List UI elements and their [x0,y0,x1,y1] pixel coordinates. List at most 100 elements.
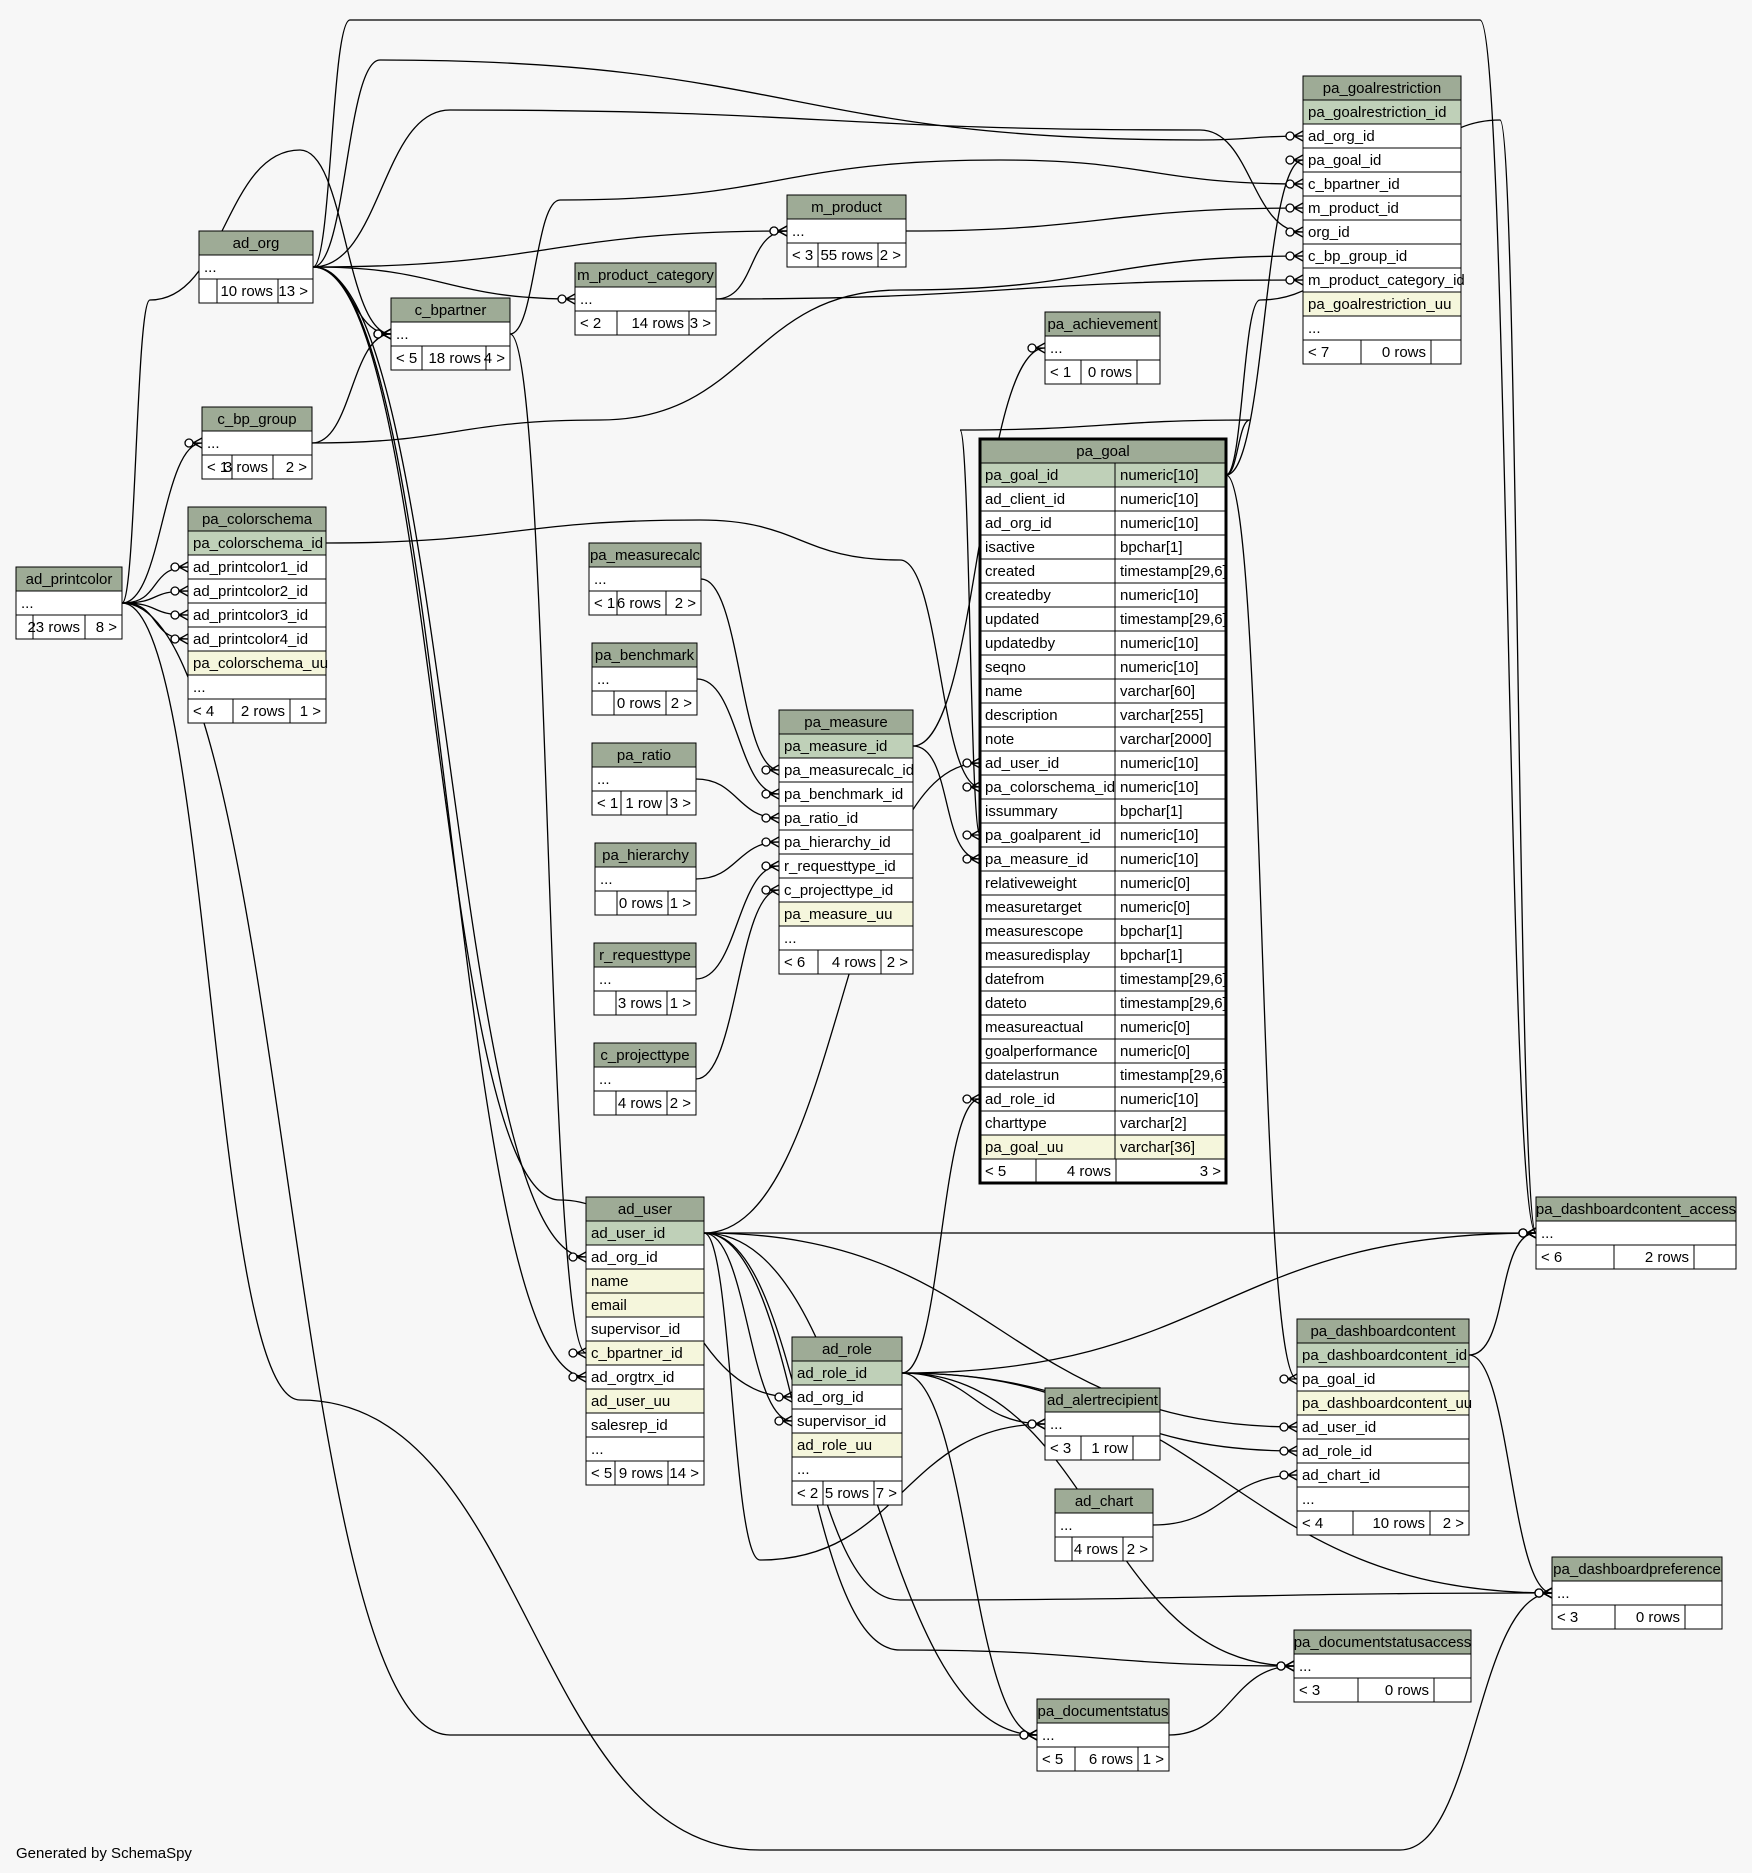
footer-children: 2 > [670,1095,692,1112]
optional-ring-marker [1285,179,1295,189]
more-columns: ... [1299,1658,1312,1675]
relationship-line [1168,1665,1295,1736]
footer-children: 2 > [1127,1541,1149,1558]
table-title: pa_measurecalc [590,547,701,564]
more-columns: ... [1050,340,1063,357]
column-cell: measuredisplay [985,947,1091,964]
column-cell: supervisor_id [591,1321,680,1338]
relationship-line [901,1372,1038,1736]
footer-row-count: 9 rows [619,1465,663,1482]
footer-children: 2 > [675,595,697,612]
crow-foot-marker [782,1415,793,1427]
crow-foot-marker [769,764,780,776]
column-cell: c_bpartner_id [591,1345,683,1362]
footer-row-count: 0 rows [1088,364,1132,381]
optional-ring-marker [962,782,972,792]
footer-row-count: 4 rows [1074,1541,1118,1558]
footer-row-count: 10 rows [1372,1515,1425,1532]
footer-parents: < 4 [1302,1515,1323,1532]
column-cell: supervisor_id [797,1413,886,1430]
column-cell: ad_chart_id [1302,1467,1380,1484]
crow-foot-marker [1035,1418,1046,1430]
relationship-line [121,602,1037,1736]
table-title: pa_dashboardcontent_access [1536,1201,1736,1218]
optional-ring-marker [761,765,771,775]
column-cell: pa_goal_id [1308,152,1381,169]
footer-children: 2 > [880,247,902,264]
column-cell: pa_measure_uu [784,906,892,923]
footer-row-count: 14 rows [631,315,684,332]
footer-row-count: 55 rows [820,247,873,264]
crow-foot-marker [1542,1587,1553,1599]
generated-by-footer: Generated by SchemaSpy [16,1845,192,1862]
optional-ring-marker [962,1094,972,1104]
footer-row-count: 2 rows [1645,1249,1689,1266]
column-cell: timestamp[29,6] [1120,563,1227,580]
more-columns: ... [784,930,797,947]
footer-parents: < 3 [1299,1682,1320,1699]
footer-row-count: 1 row [625,795,662,812]
table-title: c_bp_group [217,411,296,428]
column-cell: pa_colorschema_uu [193,655,328,672]
footer-row-count: 3 rows [224,459,268,476]
column-cell: timestamp[29,6] [1120,995,1227,1012]
optional-ring-marker [962,758,972,768]
column-cell: name [985,683,1023,700]
column-cell: bpchar[1] [1120,947,1183,964]
optional-ring-marker [1279,1470,1289,1480]
more-columns: ... [792,223,805,240]
column-cell: ad_user_id [591,1225,665,1242]
column-cell: pa_measure_id [784,738,887,755]
more-columns: ... [193,679,206,696]
relationship-line [695,889,780,1080]
optional-ring-marker [1285,131,1295,141]
table-ad_user: ad_userad_user_idad_org_idnameemailsuper… [585,1196,705,1486]
table-title: pa_documentstatusaccess [1294,1634,1472,1651]
table-title: m_product [811,199,883,216]
relationship-line [703,762,981,1234]
more-columns: ... [1050,1416,1063,1433]
more-columns: ... [1308,320,1321,337]
crow-foot-marker [1293,274,1304,286]
crow-foot-marker [381,328,392,340]
footer-parents: < 7 [1308,344,1329,361]
footer-row-count: 6 rows [617,595,661,612]
table-pa_goalrestriction: pa_goalrestrictionpa_goalrestriction_ida… [1302,75,1465,365]
more-columns: ... [600,871,613,888]
column-cell: timestamp[29,6] [1120,1067,1227,1084]
column-cell: seqno [985,659,1026,676]
column-cell: isactive [985,539,1035,556]
footer-row-count: 0 rows [617,695,661,712]
column-cell: ad_role_uu [797,1437,872,1454]
relationship-line [912,745,981,860]
column-cell: numeric[10] [1120,659,1198,676]
column-cell: numeric[0] [1120,899,1190,916]
column-cell: varchar[2] [1120,1115,1187,1132]
relationship-line [312,266,793,1398]
optional-ring-marker [1276,1661,1286,1671]
relationship-line [121,442,203,604]
crow-foot-marker [178,561,189,573]
crow-foot-marker [1287,1469,1298,1481]
column-cell: salesrep_id [591,1417,668,1434]
relationship-line [311,255,1304,444]
footer-children: 1 > [1143,1751,1165,1768]
relationship-line [901,1372,1553,1594]
optional-ring-marker [962,830,972,840]
optional-ring-marker [761,861,771,871]
column-cell: numeric[0] [1120,875,1190,892]
more-columns: ... [599,971,612,988]
column-cell: pa_goal_uu [985,1139,1063,1156]
more-columns: ... [1302,1491,1315,1508]
table-title: pa_hierarchy [602,847,689,864]
footer-children: 8 > [96,619,118,636]
footer-row-count: 10 rows [220,283,273,300]
table-pa_colorschema: pa_colorschemapa_colorschema_idad_printc… [187,506,328,724]
table-title: pa_documentstatus [1038,1703,1169,1720]
column-cell: ad_printcolor4_id [193,631,308,648]
